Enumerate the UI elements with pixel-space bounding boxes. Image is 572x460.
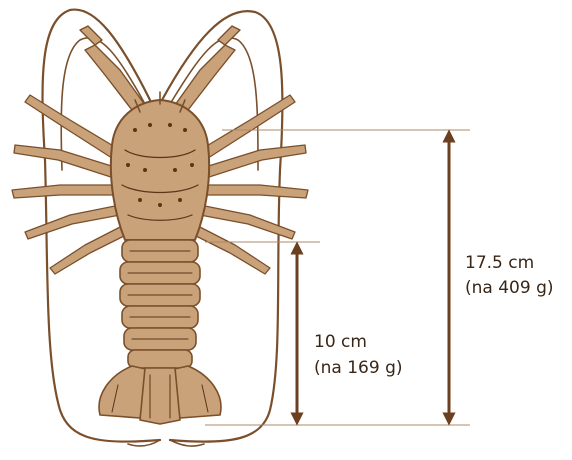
- tail-length-weight: (na 169 g): [314, 358, 403, 378]
- legs-left: [12, 95, 126, 274]
- spiny-lobster-illustration: [12, 10, 308, 447]
- legs-right: [194, 95, 308, 274]
- full-length-weight: (na 409 g): [465, 278, 554, 298]
- tail-fan: [99, 366, 221, 424]
- full-length-value: 17.5 cm: [465, 253, 534, 273]
- tail-length-value: 10 cm: [314, 332, 367, 352]
- carapace: [111, 92, 209, 240]
- abdomen: [120, 240, 200, 368]
- guide-lines: [205, 130, 470, 425]
